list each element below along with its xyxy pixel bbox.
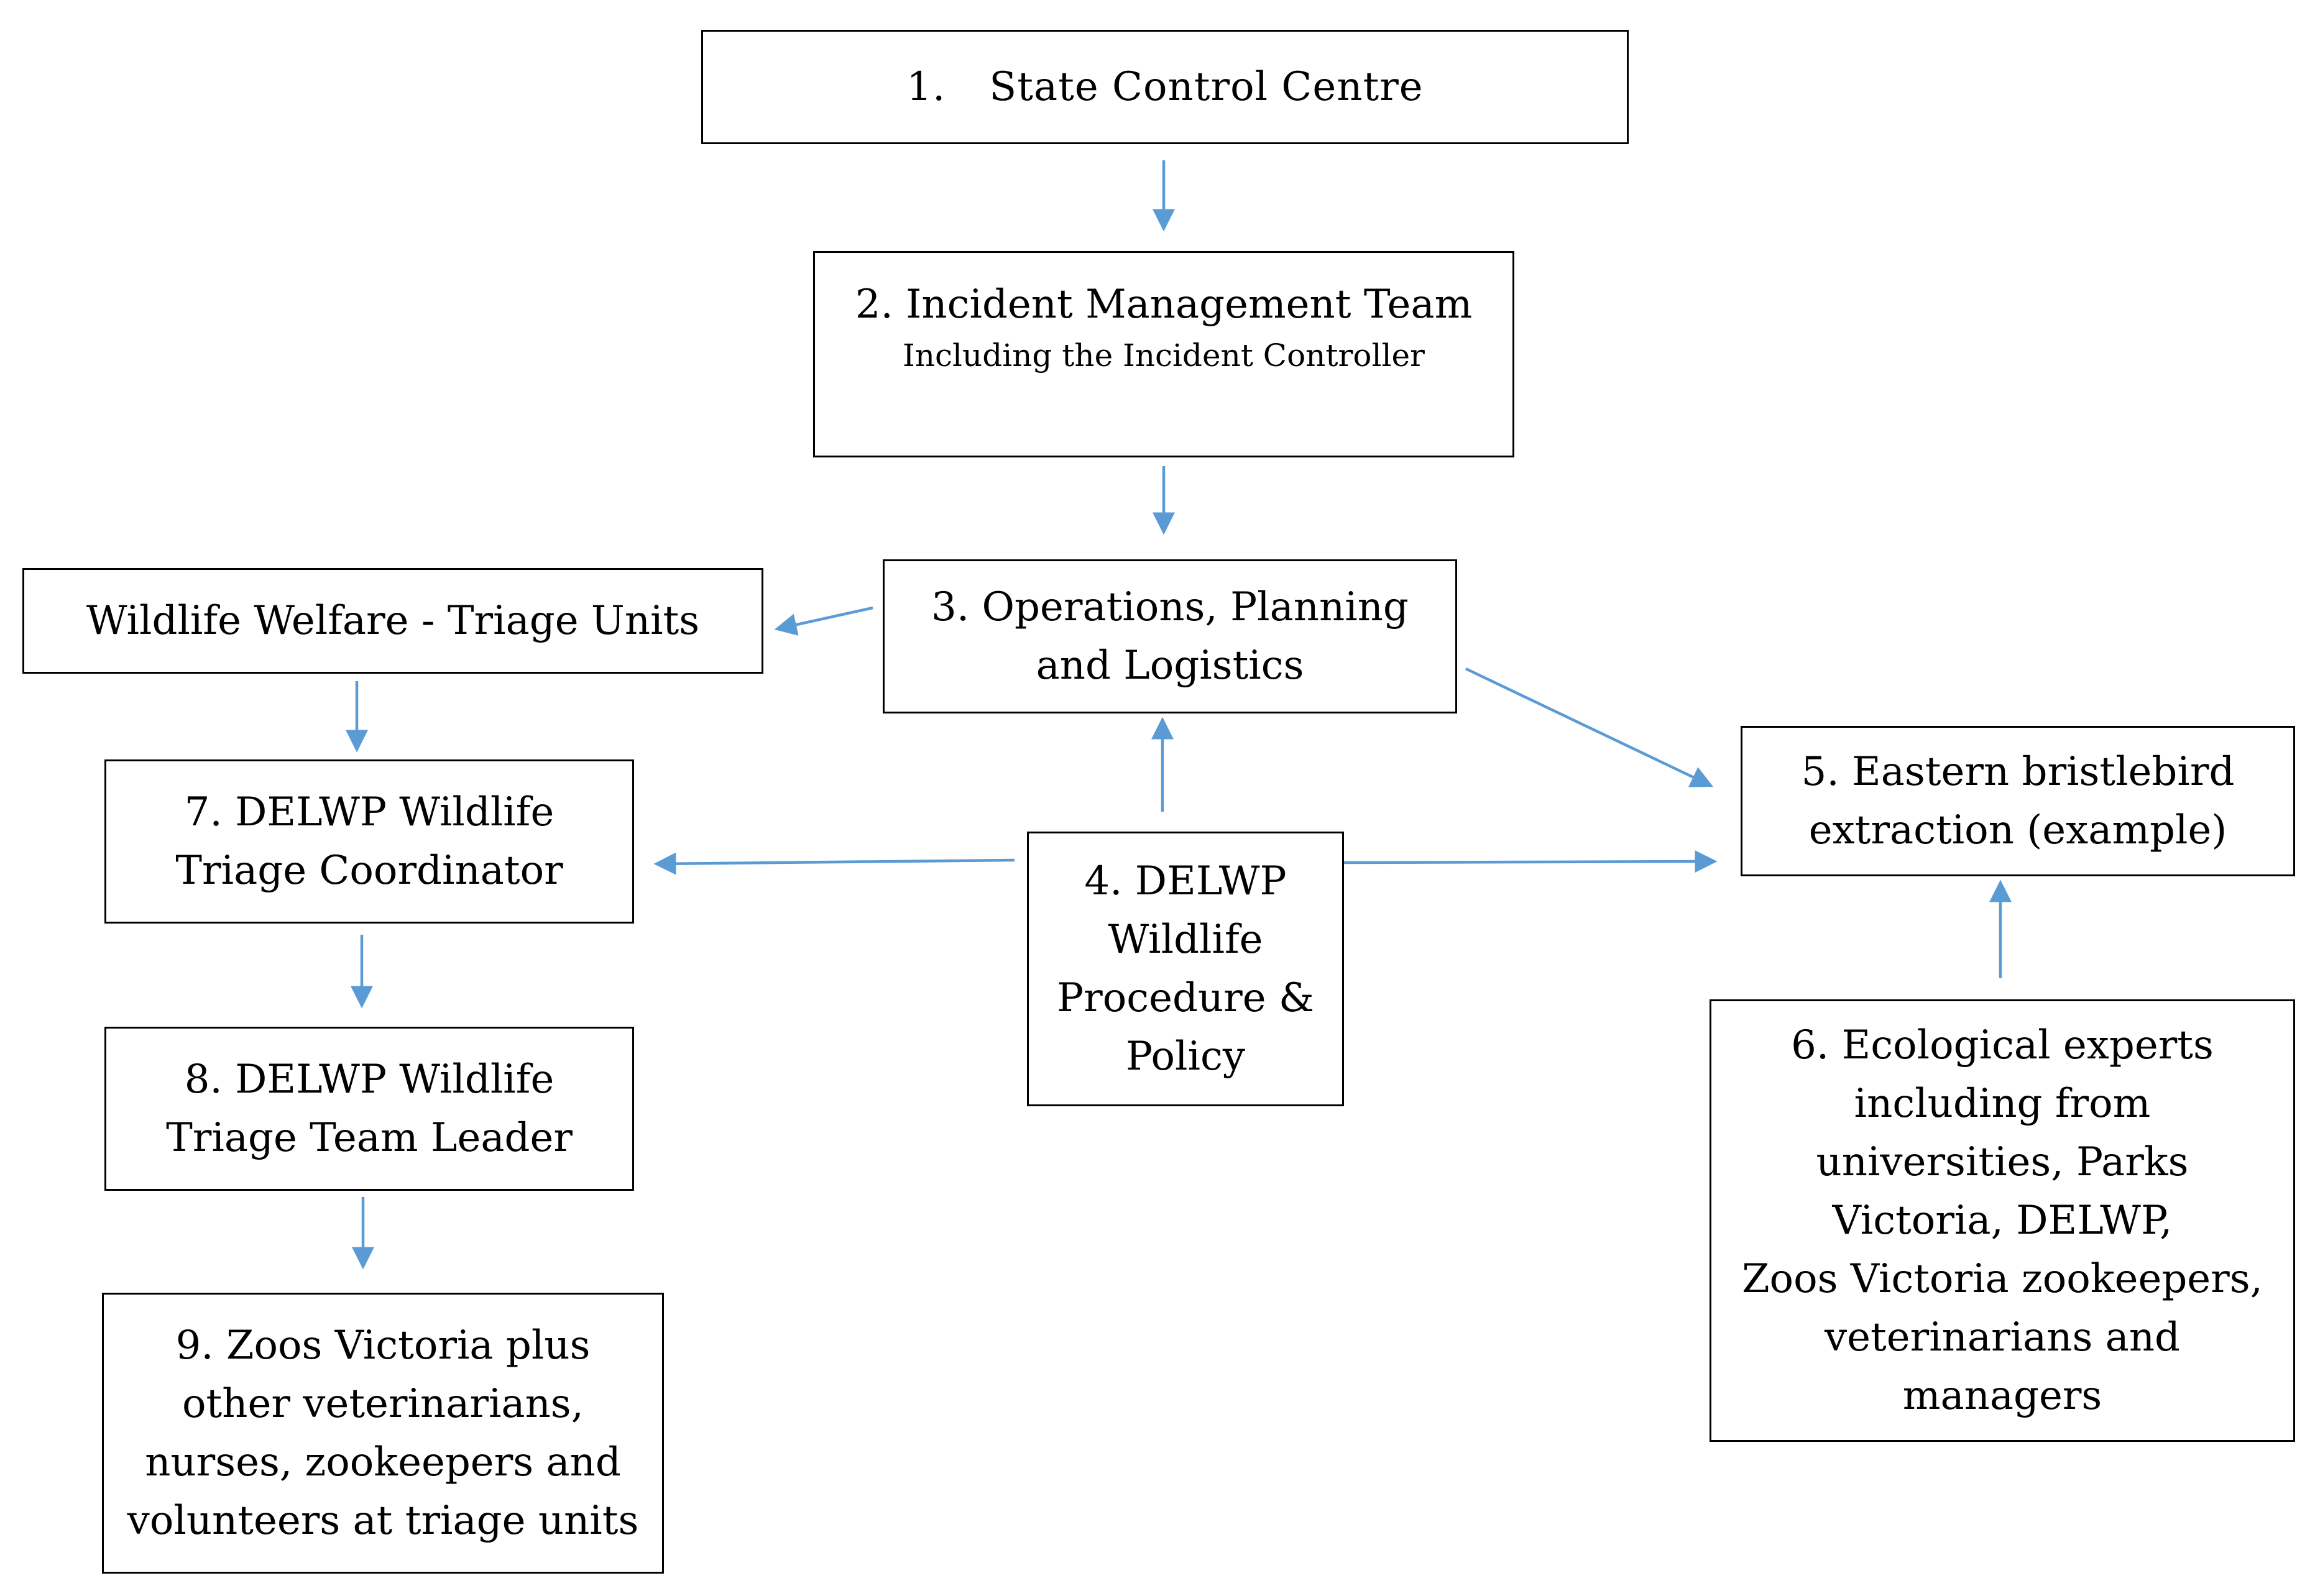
node-label-line: Zoos Victoria zookeepers, <box>1742 1256 2263 1302</box>
node-delwp-wildlife-triage-team-leader: 8. DELWP Wildlife Triage Team Leader <box>104 1027 634 1191</box>
edge-n4-to-n5 <box>1341 850 1718 873</box>
node-label-line: volunteers at triage units <box>127 1498 639 1544</box>
node-label-line: 3. Operations, Planning <box>931 584 1409 630</box>
node-zoos-victoria-triage-staff: 9. Zoos Victoria plus other veterinarian… <box>102 1293 664 1574</box>
edge-n3-to-wildlife-welfare <box>774 606 873 636</box>
node-label: 1. State Control Centre <box>906 58 1423 116</box>
node-label-line: including from <box>1854 1081 2151 1127</box>
node-label-line: 6. Ecological experts <box>1791 1022 2214 1068</box>
node-number: 1. <box>906 64 946 110</box>
node-eastern-bristlebird-extraction: 5. Eastern bristlebird extraction (examp… <box>1741 726 2295 876</box>
node-label: 2. Incident Management Team <box>855 282 1473 328</box>
node-label-line: Policy <box>1126 1034 1245 1080</box>
node-delwp-wildlife-procedure-policy: 4. DELWP Wildlife Procedure & Policy <box>1027 832 1344 1106</box>
node-subtitle: Including the Incident Controller <box>903 337 1425 374</box>
node-label-line: 8. DELWP Wildlife <box>184 1057 555 1103</box>
node-label-line: 5. Eastern bristlebird <box>1801 749 2235 795</box>
node-label-text: State Control Centre <box>989 64 1424 110</box>
node-ecological-experts: 6. Ecological experts including from uni… <box>1710 999 2295 1442</box>
node-delwp-wildlife-triage-coordinator: 7. DELWP Wildlife Triage Coordinator <box>104 759 634 924</box>
node-label-line: nurses, zookeepers and <box>145 1439 621 1485</box>
node-label: Wildlife Welfare - Triage Units <box>86 598 700 644</box>
node-label-line: Triage Team Leader <box>166 1115 573 1161</box>
node-label-line: and Logistics <box>1036 643 1304 689</box>
edge-n4-to-n7 <box>653 852 1015 875</box>
node-label-line: other veterinarians, <box>182 1381 584 1427</box>
node-label-line: Triage Coordinator <box>175 848 563 894</box>
node-label-line: 4. DELWP <box>1084 858 1287 904</box>
edge-n3-to-n5 <box>1465 667 1714 787</box>
node-wildlife-welfare-triage-units: Wildlife Welfare - Triage Units <box>22 568 763 674</box>
node-label-line: 9. Zoos Victoria plus <box>175 1323 591 1369</box>
node-operations-planning-logistics: 3. Operations, Planning and Logistics <box>883 559 1457 713</box>
node-label-line: veterinarians and <box>1824 1314 2181 1360</box>
node-label-line: extraction (example) <box>1808 807 2227 853</box>
node-label-line: universities, Parks <box>1816 1139 2189 1185</box>
node-state-control-centre: 1. State Control Centre <box>701 30 1629 144</box>
node-label-line: Procedure & <box>1057 975 1314 1021</box>
node-incident-management-team: 2. Incident Management Team Including th… <box>813 251 1514 457</box>
node-label-line: managers <box>1902 1373 2102 1419</box>
node-label-line: Wildlife <box>1108 917 1263 963</box>
node-label-line: Victoria, DELWP, <box>1832 1198 2173 1244</box>
node-label-line: 7. DELWP Wildlife <box>184 789 555 835</box>
